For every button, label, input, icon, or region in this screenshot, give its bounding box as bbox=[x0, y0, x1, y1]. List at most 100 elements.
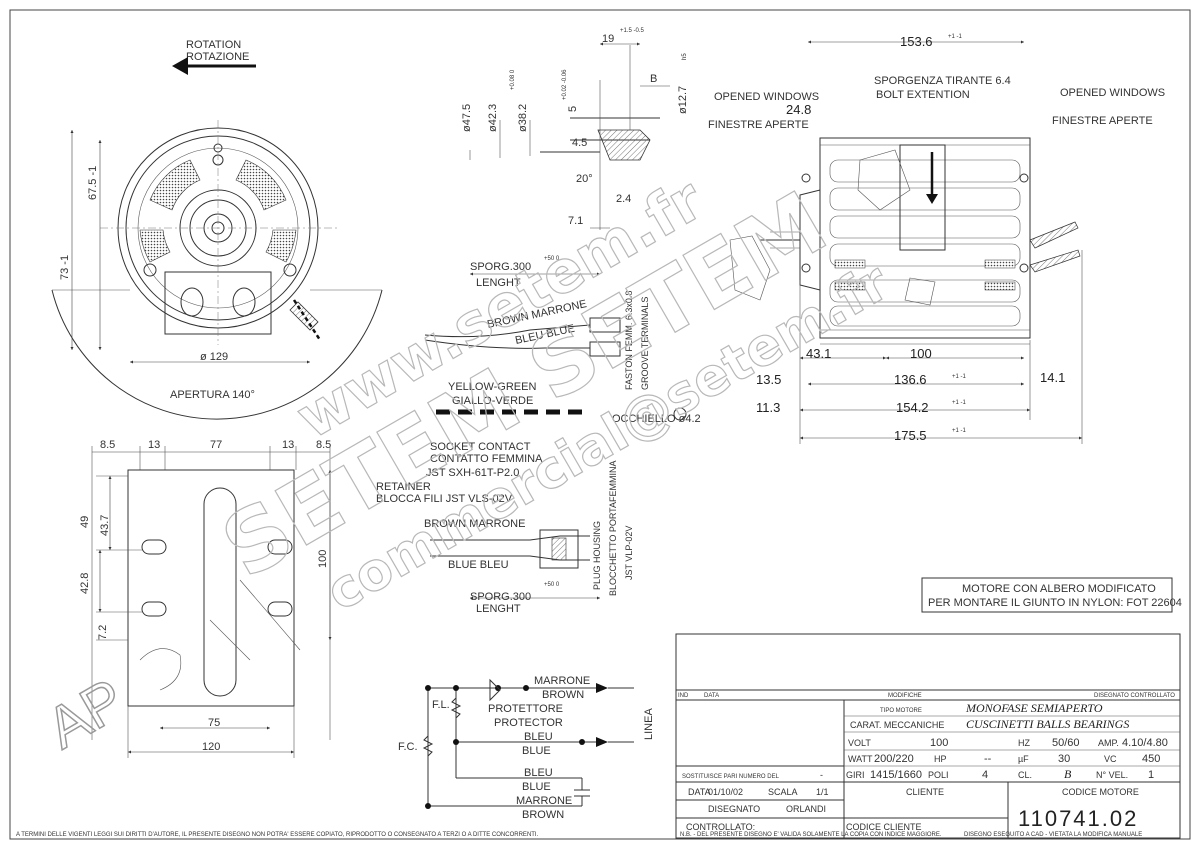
tol-19: +1.5 -0.5 bbox=[620, 28, 645, 34]
tb-modifiche: MODIFICHE bbox=[888, 693, 922, 699]
dim-B: B bbox=[650, 73, 657, 85]
faston-it: FASTON FEMM. 6.3x0.8 bbox=[624, 291, 634, 390]
tb-hp-label: HP bbox=[934, 754, 947, 764]
tb-amp: 4.10/4.80 bbox=[1122, 737, 1168, 749]
tb-ind: IND bbox=[678, 693, 689, 699]
tol-sporg-top: +50 0 bbox=[544, 256, 560, 262]
tb-volt-label: VOLT bbox=[848, 738, 871, 748]
tb-vc: 450 bbox=[1142, 753, 1160, 765]
tb-watt-label: WATT bbox=[848, 754, 873, 764]
tb-scala: 1/1 bbox=[816, 787, 829, 797]
tb-codice-motore-label: CODICE MOTORE bbox=[1062, 787, 1139, 797]
blue-bottom: BLUE BLEU bbox=[448, 559, 509, 571]
dim-7-2: 7.2 bbox=[97, 625, 109, 640]
dim-8-5-left: 8.5 bbox=[100, 439, 115, 451]
sch-marrone2: MARRONE bbox=[516, 795, 572, 807]
wiring-detail: SPORG.300 +50 0 LENGHT BROWN MARRONE BLE… bbox=[376, 256, 701, 615]
tb-uf: 30 bbox=[1058, 753, 1070, 765]
sch-protettore: PROTETTORE bbox=[488, 703, 563, 715]
lenght-bottom: LENGHT bbox=[476, 603, 521, 615]
dim-12-7: ø12.7 bbox=[677, 86, 689, 114]
tb-nvel-label: N° VEL. bbox=[1096, 770, 1128, 780]
tb-data: DATA bbox=[704, 693, 719, 699]
dim-24-8: 24.8 bbox=[786, 102, 811, 117]
dim-19: 19 bbox=[602, 33, 614, 45]
rotation-arrow-icon bbox=[172, 57, 188, 75]
side-view: 153.6 +1 -1 SPORGENZA TIRANTE 6.4 BOLT E… bbox=[708, 34, 1165, 444]
aperture-label: APERTURA 140° bbox=[170, 389, 255, 401]
dim-43-1: 43.1 bbox=[806, 346, 831, 361]
dim-120: 120 bbox=[202, 741, 220, 753]
sporg-bottom: SPORG.300 bbox=[470, 591, 531, 603]
yellow-green-en: YELLOW-GREEN bbox=[448, 381, 536, 393]
sporg-top: SPORG.300 bbox=[470, 261, 531, 273]
tol-5: +0.02 -0.06 bbox=[562, 69, 568, 100]
dim-77: 77 bbox=[210, 439, 222, 451]
dim-11-3: 11.3 bbox=[756, 400, 780, 415]
retainer-it: BLOCCA FILI JST VLS-02V bbox=[376, 493, 513, 505]
tb-watt: 200/220 bbox=[874, 753, 914, 765]
tb-giri-label: GIRI bbox=[846, 770, 865, 780]
tb-disegnato-controllato: DISEGNATO CONTROLLATO bbox=[1094, 693, 1175, 699]
sch-brown2: BROWN bbox=[522, 809, 564, 821]
occhiello: OCCHIELLO ø4.2 bbox=[612, 413, 701, 425]
windows-left-en: OPENED WINDOWS bbox=[714, 91, 819, 103]
tb-sostituisce: - bbox=[820, 770, 823, 780]
bottom-view: 8.5 13 77 13 8.5 49 43.7 42.8 7.2 100 75… bbox=[79, 439, 332, 758]
tb-hp: -- bbox=[984, 753, 992, 765]
dim-175-5: 175.5 bbox=[894, 428, 927, 443]
tb-carat-label: CARAT. MECCANICHE bbox=[850, 720, 944, 730]
tb-carat: CUSCINETTI BALLS BEARINGS bbox=[966, 717, 1129, 731]
tb-amp-label: AMP. bbox=[1098, 738, 1119, 748]
rotation-label-en: ROTATION bbox=[186, 39, 241, 51]
faston-en: GROOVE TERMINALS bbox=[640, 297, 650, 390]
tol-153-6: +1 -1 bbox=[948, 34, 963, 40]
tb-giri: 1415/1660 bbox=[870, 769, 922, 781]
tol-sporg-bottom: +50 0 bbox=[544, 582, 560, 588]
plug-it: BLOCCHETTO PORTAFEMMINA bbox=[608, 460, 618, 596]
dim-129: ø 129 bbox=[200, 351, 228, 363]
tb-vc-label: VC bbox=[1104, 754, 1117, 764]
lenght-top: LENGHT bbox=[476, 277, 521, 289]
sch-protector: PROTECTOR bbox=[494, 717, 563, 729]
yellow-green-it: GIALLO-VERDE bbox=[452, 395, 533, 407]
dim-8-5-right: 8.5 bbox=[316, 439, 331, 451]
dim-100: 100 bbox=[910, 346, 932, 361]
sch-blue: BLUE bbox=[522, 745, 551, 757]
linea-arrow-bottom-icon bbox=[596, 737, 608, 747]
tb-hz-label: HZ bbox=[1018, 738, 1030, 748]
note-line2: PER MONTARE IL GIUNTO IN NYLON: FOT 2260… bbox=[928, 597, 1182, 609]
socket-it: CONTATTO FEMMINA bbox=[430, 453, 543, 465]
bolt-extension-it: SPORGENZA TIRANTE 6.4 bbox=[874, 75, 1011, 87]
plug-en: PLUG HOUSING bbox=[592, 521, 602, 590]
dim-14-1: 14.1 bbox=[1040, 370, 1065, 385]
dim-42-3: ø42.3 bbox=[487, 104, 499, 132]
brown-bottom: BROWN MARRONE bbox=[424, 518, 525, 530]
tb-codice-motore: 110741.02 bbox=[1018, 806, 1138, 831]
bolt-extension-en: BOLT EXTENTION bbox=[876, 89, 970, 101]
tb-disegnato: ORLANDI bbox=[786, 804, 826, 814]
dim-5: 5 bbox=[567, 106, 579, 112]
dim-67-5: 67.5 -1 bbox=[87, 166, 99, 200]
windows-left-it: FINESTRE APERTE bbox=[708, 119, 809, 131]
shaft-detail: 19 +1.5 -0.5 B ø47.5 ø42.3 ø38.2 +0.08 0… bbox=[461, 28, 689, 230]
title-block: IND DATA MODIFICHE DISEGNATO CONTROLLATO… bbox=[675, 633, 1181, 839]
note-line1: MOTORE CON ALBERO MODIFICATO bbox=[962, 583, 1156, 595]
tol-154-2: +1 -1 bbox=[952, 400, 967, 406]
dim-154-2: 154.2 bbox=[896, 400, 929, 415]
tb-uf-label: µF bbox=[1018, 754, 1029, 764]
tol-38-2: +0.08 0 bbox=[510, 69, 516, 90]
sheet-frame bbox=[9, 9, 1191, 840]
tb-hz: 50/60 bbox=[1052, 737, 1080, 749]
rotation-indicator: ROTATION ROTAZIONE bbox=[172, 39, 256, 75]
tb-scala-label: SCALA bbox=[768, 787, 798, 797]
dim-4-5: 4.5 bbox=[572, 137, 587, 149]
tb-tipo-motore: MONOFASE SEMIAPERTO bbox=[965, 701, 1103, 715]
wiring-schematic: MARRONE BROWN F.L. PROTETTORE PROTECTOR … bbox=[398, 675, 655, 821]
dim-43-7: 43.7 bbox=[99, 515, 111, 536]
dim-13-left: 13 bbox=[148, 439, 160, 451]
tb-volt: 100 bbox=[930, 737, 948, 749]
footer-left: A TERMINI DELLE VIGENTI LEGGI SUI DIRITT… bbox=[16, 832, 539, 838]
sch-linea: LINEA bbox=[643, 708, 655, 740]
